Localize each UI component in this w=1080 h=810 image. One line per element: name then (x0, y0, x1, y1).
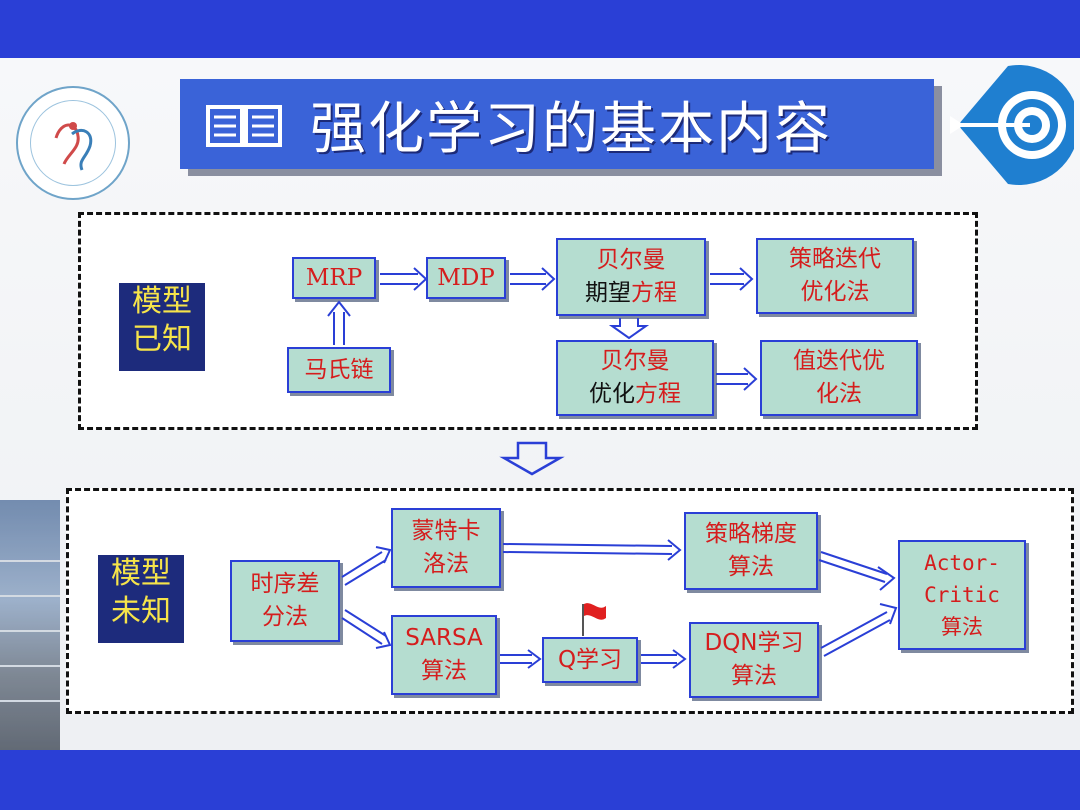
td-node: 时序差 分法 (230, 560, 340, 642)
top-band (0, 0, 1080, 58)
dqn-node: DQN学习 算法 (689, 622, 819, 698)
target-arrow-icon (950, 65, 1074, 185)
bellman-optimality-suffix: 方程 (635, 381, 681, 407)
bellman-optimality-line1: 贝尔曼 (600, 348, 670, 374)
mdp-node: MDP (426, 257, 506, 299)
bellman-expectation-line1: 贝尔曼 (596, 247, 666, 273)
building-photo (0, 500, 60, 750)
title-bar: 强化学习的基本内容 (180, 79, 934, 169)
sarsa-node: SARSA 算法 (391, 615, 497, 695)
page-title: 强化学习的基本内容 (310, 96, 832, 162)
mrp-node: MRP (292, 257, 376, 299)
bellman-expectation-word: 期望 (585, 280, 631, 306)
actor-critic-node: Actor- Critic 算法 (898, 540, 1026, 650)
q-learning-node: Q学习 (542, 637, 638, 683)
bellman-expectation-suffix: 方程 (631, 280, 677, 306)
model-known-label: 模型 已知 (119, 283, 205, 371)
bellman-optimality-node: 贝尔曼 优化方程 (556, 340, 714, 416)
bottom-band (0, 750, 1080, 810)
markov-chain-node: 马氏链 (287, 347, 391, 393)
monte-carlo-node: 蒙特卡 洛法 (391, 508, 501, 588)
bellman-optimality-word: 优化 (589, 381, 635, 407)
policy-iteration-node: 策略迭代 优化法 (756, 238, 914, 314)
policy-gradient-node: 策略梯度 算法 (684, 512, 818, 590)
book-icon (206, 105, 282, 147)
school-logo (16, 86, 130, 200)
model-unknown-label: 模型 未知 (98, 555, 184, 643)
bellman-expectation-node: 贝尔曼 期望方程 (556, 238, 706, 316)
value-iteration-node: 值迭代优 化法 (760, 340, 918, 416)
